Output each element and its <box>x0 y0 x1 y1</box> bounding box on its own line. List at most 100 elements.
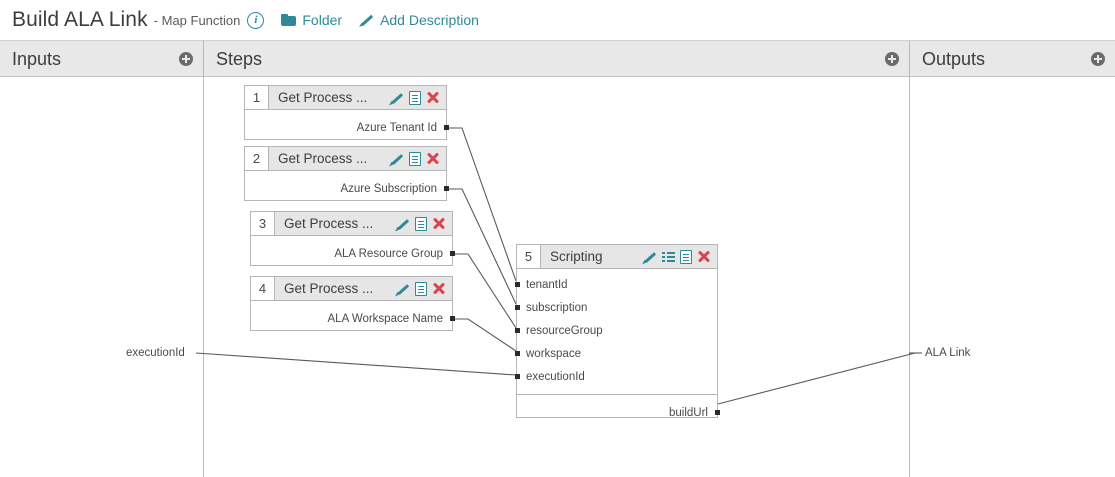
output-port-azure-tenant-id[interactable]: Azure Tenant Id <box>245 116 449 139</box>
workflow-canvas[interactable]: executionId ALA Link 1 Get Process ... A… <box>0 77 1115 477</box>
step-number-4: 4 <box>251 277 275 300</box>
add-input-button[interactable] <box>179 52 193 66</box>
port-dot[interactable] <box>443 186 449 191</box>
step-node-1-body: Azure Tenant Id <box>245 116 449 139</box>
step-node-3-body: ALA Resource Group <box>251 242 455 265</box>
pencil-icon[interactable] <box>390 152 404 166</box>
step-node-5-header: 5 Scripting <box>517 245 717 269</box>
step-node-1-actions <box>390 90 446 105</box>
port-dot[interactable] <box>449 251 455 256</box>
output-port-ala-workspace-name[interactable]: ALA Workspace Name <box>251 307 455 330</box>
port-dot[interactable] <box>714 410 720 415</box>
input-port-tenantid[interactable]: tenantId <box>514 273 717 296</box>
column-title-steps: Steps <box>216 48 263 69</box>
step-node-2-header: 2 Get Process ... <box>245 147 446 171</box>
step-node-4[interactable]: 4 Get Process ... ALA Workspace Name <box>250 276 455 331</box>
output-port-azure-subscription[interactable]: Azure Subscription <box>245 177 449 200</box>
step-number-5: 5 <box>517 245 541 268</box>
folder-icon <box>281 14 297 26</box>
input-port-resourcegroup[interactable]: resourceGroup <box>514 319 717 342</box>
pencil-icon[interactable] <box>390 91 404 105</box>
title-bar: Build ALA Link - Map Function i Folder A… <box>0 0 1115 40</box>
port-dot[interactable] <box>449 316 455 321</box>
pencil-icon[interactable] <box>396 282 410 296</box>
column-header-inputs: Inputs <box>0 41 204 77</box>
output-port-label: buildUrl <box>669 406 708 419</box>
duplicate-icon[interactable] <box>680 249 692 264</box>
step-node-5[interactable]: 5 Scripting tenantId subscription resour… <box>514 244 720 419</box>
input-port-label: executionId <box>526 370 585 383</box>
column-header-bar: Inputs Steps Outputs <box>0 40 1115 77</box>
page-subtitle: - Map Function <box>153 12 241 28</box>
duplicate-icon[interactable] <box>415 281 427 296</box>
folder-label: Folder <box>302 12 343 28</box>
step-title-3: Get Process ... <box>284 216 374 231</box>
step-node-4-actions <box>396 281 452 296</box>
step-node-4-header: 4 Get Process ... <box>251 277 452 301</box>
info-icon[interactable]: i <box>247 11 265 29</box>
step-number-1: 1 <box>245 86 269 109</box>
duplicate-icon[interactable] <box>415 216 427 231</box>
input-port-label: resourceGroup <box>526 324 603 337</box>
port-dot[interactable] <box>514 351 520 356</box>
input-port-workspace[interactable]: workspace <box>514 342 717 365</box>
list-icon[interactable] <box>662 251 675 263</box>
input-port-label: workspace <box>526 347 581 360</box>
step-title-4: Get Process ... <box>284 281 374 296</box>
add-description-label: Add Description <box>380 12 479 28</box>
port-dot[interactable] <box>514 305 520 310</box>
folder-button[interactable]: Folder <box>281 12 342 28</box>
step-node-1-header: 1 Get Process ... <box>245 86 446 110</box>
step-node-2-actions <box>390 151 446 166</box>
input-port-subscription[interactable]: subscription <box>514 296 717 319</box>
add-description-button[interactable]: Add Description <box>359 12 479 28</box>
connection-wires <box>195 127 922 405</box>
input-port-executionid[interactable]: executionId <box>514 365 717 388</box>
step-node-3[interactable]: 3 Get Process ... ALA Resource Group <box>250 211 455 266</box>
delete-icon[interactable] <box>432 217 446 231</box>
step-node-3-actions <box>396 216 452 231</box>
output-label-ala-link[interactable]: ALA Link <box>925 347 971 359</box>
page-title: Build ALA Link <box>12 8 148 31</box>
delete-icon[interactable] <box>432 282 446 296</box>
pencil-icon[interactable] <box>643 250 657 264</box>
step-node-2[interactable]: 2 Get Process ... Azure Subscription <box>244 146 449 201</box>
pencil-icon[interactable] <box>396 217 410 231</box>
column-header-outputs: Outputs <box>910 41 1115 77</box>
port-dot[interactable] <box>443 125 449 130</box>
step-number-2: 2 <box>245 147 269 170</box>
step-node-1[interactable]: 1 Get Process ... Azure Tenant Id <box>244 85 449 140</box>
delete-icon[interactable] <box>426 91 440 105</box>
step-title-2: Get Process ... <box>278 151 368 166</box>
delete-icon[interactable] <box>697 250 711 264</box>
step-node-2-body: Azure Subscription <box>245 177 449 200</box>
step-node-5-actions <box>643 249 717 264</box>
output-port-label: ALA Workspace Name <box>327 312 443 325</box>
input-label-executionid[interactable]: executionId <box>126 347 185 359</box>
pencil-icon <box>359 13 374 27</box>
port-dot[interactable] <box>514 282 520 287</box>
column-title-outputs: Outputs <box>922 48 986 69</box>
column-header-steps: Steps <box>204 41 910 77</box>
step-title-1: Get Process ... <box>278 90 368 105</box>
divider-steps-outputs <box>909 77 910 477</box>
divider-inputs-steps <box>203 77 204 477</box>
duplicate-icon[interactable] <box>409 90 421 105</box>
add-step-button[interactable] <box>885 52 899 66</box>
input-port-label: subscription <box>526 301 588 314</box>
output-port-label: Azure Tenant Id <box>356 121 437 134</box>
port-dot[interactable] <box>514 328 520 333</box>
output-port-ala-resource-group[interactable]: ALA Resource Group <box>251 242 455 265</box>
step-node-5-body: tenantId subscription resourceGroup work… <box>514 273 720 424</box>
output-port-buildurl[interactable]: buildUrl <box>517 401 720 424</box>
duplicate-icon[interactable] <box>409 151 421 166</box>
step-title-5: Scripting <box>550 249 603 264</box>
input-port-label: tenantId <box>526 278 568 291</box>
step-number-3: 3 <box>251 212 275 235</box>
output-port-label: ALA Resource Group <box>334 247 443 260</box>
node-section-divider <box>517 394 717 395</box>
port-dot[interactable] <box>514 374 520 379</box>
add-output-button[interactable] <box>1091 52 1105 66</box>
column-title-inputs: Inputs <box>12 48 62 69</box>
delete-icon[interactable] <box>426 152 440 166</box>
